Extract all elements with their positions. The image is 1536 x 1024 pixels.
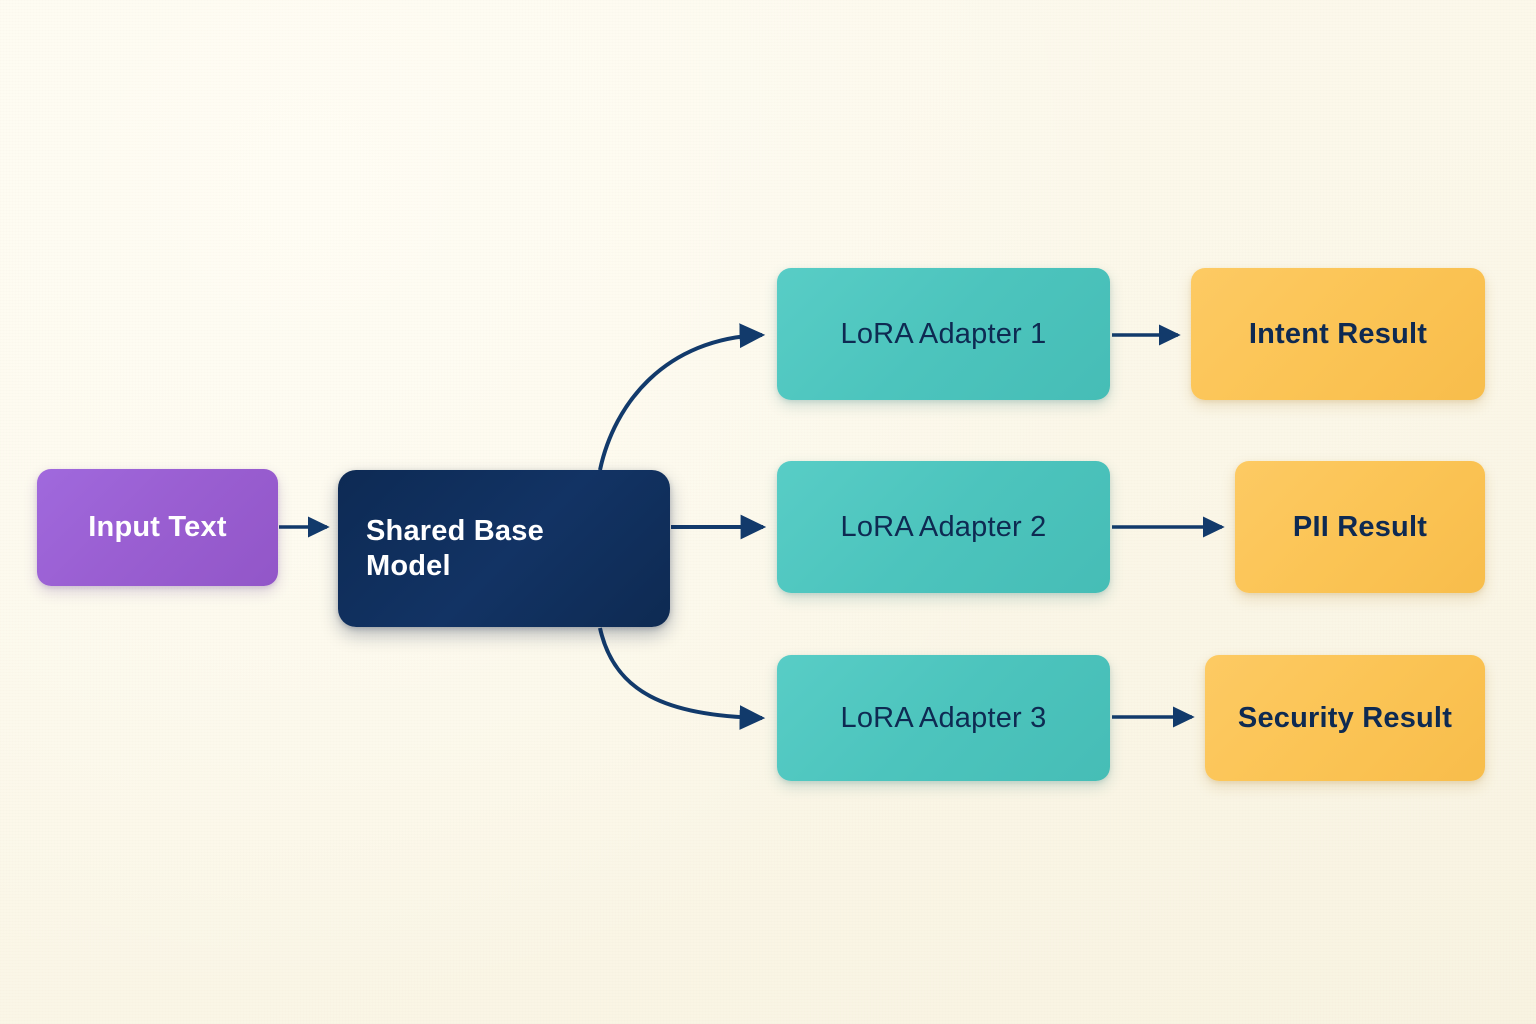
node-lora-adapter-1[interactable]: LoRA Adapter 1 [777, 268, 1110, 400]
node-security-result-label: Security Result [1237, 701, 1453, 734]
node-lora-adapter-3[interactable]: LoRA Adapter 3 [777, 655, 1110, 781]
node-lora-adapter-3-label: LoRA Adapter 3 [840, 701, 1047, 734]
node-input-text-label: Input Text [88, 511, 227, 544]
node-shared-base-model-label: Shared Base Model [366, 515, 544, 582]
edge-base-to-adapter-3 [598, 627, 766, 730]
node-lora-adapter-1-label: LoRA Adapter 1 [840, 317, 1047, 350]
node-pii-result-label: PII Result [1292, 510, 1428, 543]
node-lora-adapter-2-label: LoRA Adapter 2 [840, 510, 1047, 543]
node-lora-adapter-2[interactable]: LoRA Adapter 2 [777, 461, 1110, 593]
node-intent-result-label: Intent Result [1248, 317, 1428, 350]
node-input-text[interactable]: Input Text [37, 469, 278, 586]
node-security-result[interactable]: Security Result [1205, 655, 1485, 781]
node-intent-result[interactable]: Intent Result [1191, 268, 1485, 400]
node-shared-base-model[interactable]: Shared Base Model [338, 470, 670, 627]
edge-base-to-adapter-1 [598, 323, 766, 471]
node-pii-result[interactable]: PII Result [1235, 461, 1485, 593]
